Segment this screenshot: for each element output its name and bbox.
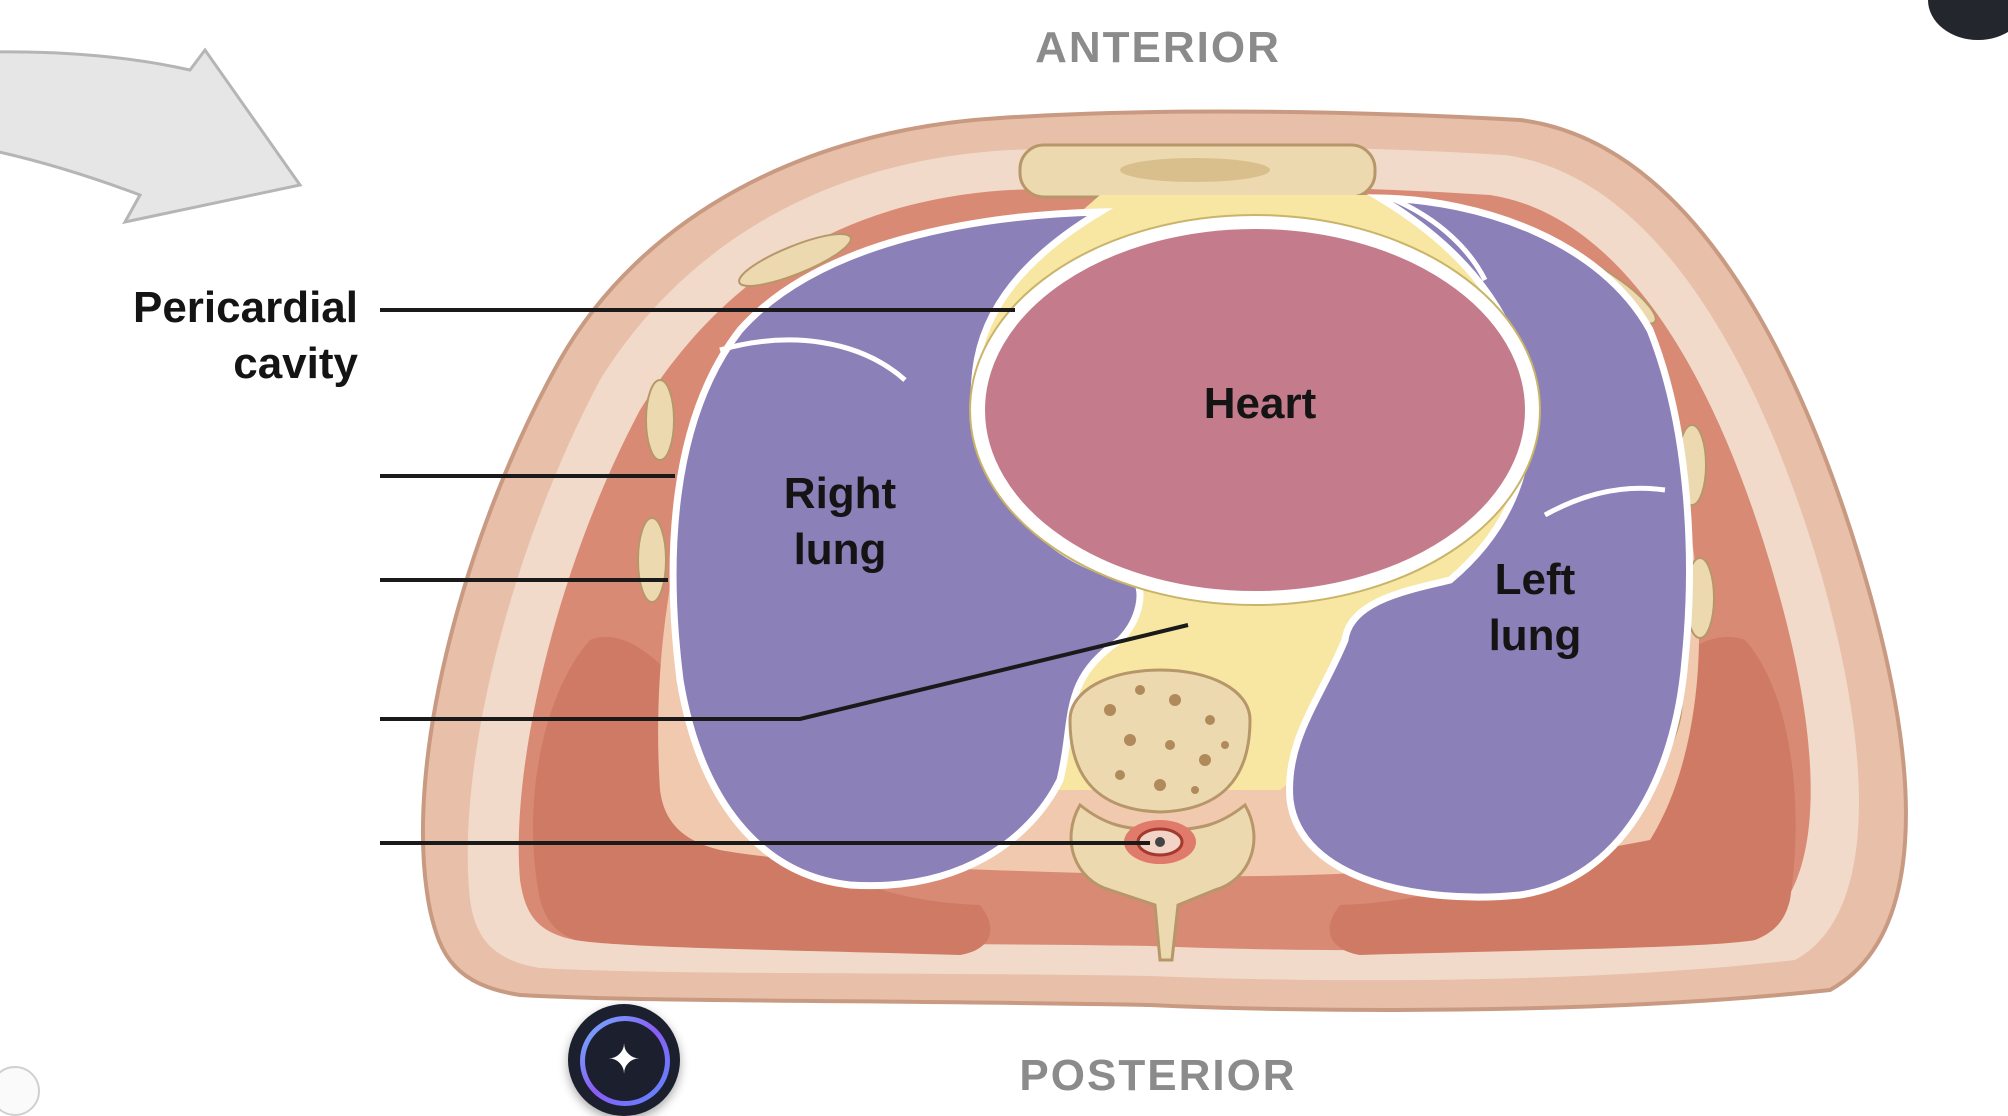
leader-4 — [380, 623, 1189, 721]
rib — [637, 517, 667, 603]
sparkle-icon: ✦ — [607, 1038, 641, 1082]
pericardial-cavity-label-line2: cavity — [233, 339, 358, 388]
left-lung-label-line1: Left — [1495, 555, 1576, 604]
posterior-label: POSTERIOR — [1019, 1051, 1296, 1100]
heart-label: Heart — [1204, 379, 1317, 428]
right-lung-fissure — [719, 337, 907, 382]
right-lung-label-line1: Right — [784, 469, 897, 518]
vertebra-marrow — [1104, 685, 1229, 794]
heart — [981, 225, 1529, 595]
pericardial-cavity-label-line1: Pericardial — [133, 283, 358, 332]
ai-button-ring — [580, 1016, 670, 1106]
rib — [645, 379, 675, 461]
sternum-marrow — [1120, 158, 1270, 182]
left-lung-fissure-upper — [1393, 197, 1488, 282]
left-lung-label-line2: lung — [1489, 611, 1582, 660]
rib — [738, 233, 852, 287]
spinal-cord-center — [1155, 837, 1165, 847]
ai-assist-button[interactable]: ✦ — [568, 1004, 680, 1116]
vertebra-body — [1068, 668, 1252, 814]
pointer-arrow — [0, 47, 303, 225]
anterior-label: ANTERIOR — [1035, 23, 1281, 72]
right-lung-label-line2: lung — [794, 525, 887, 574]
posterior-muscle-right — [533, 636, 991, 955]
left-lung-fissure — [1543, 485, 1666, 518]
